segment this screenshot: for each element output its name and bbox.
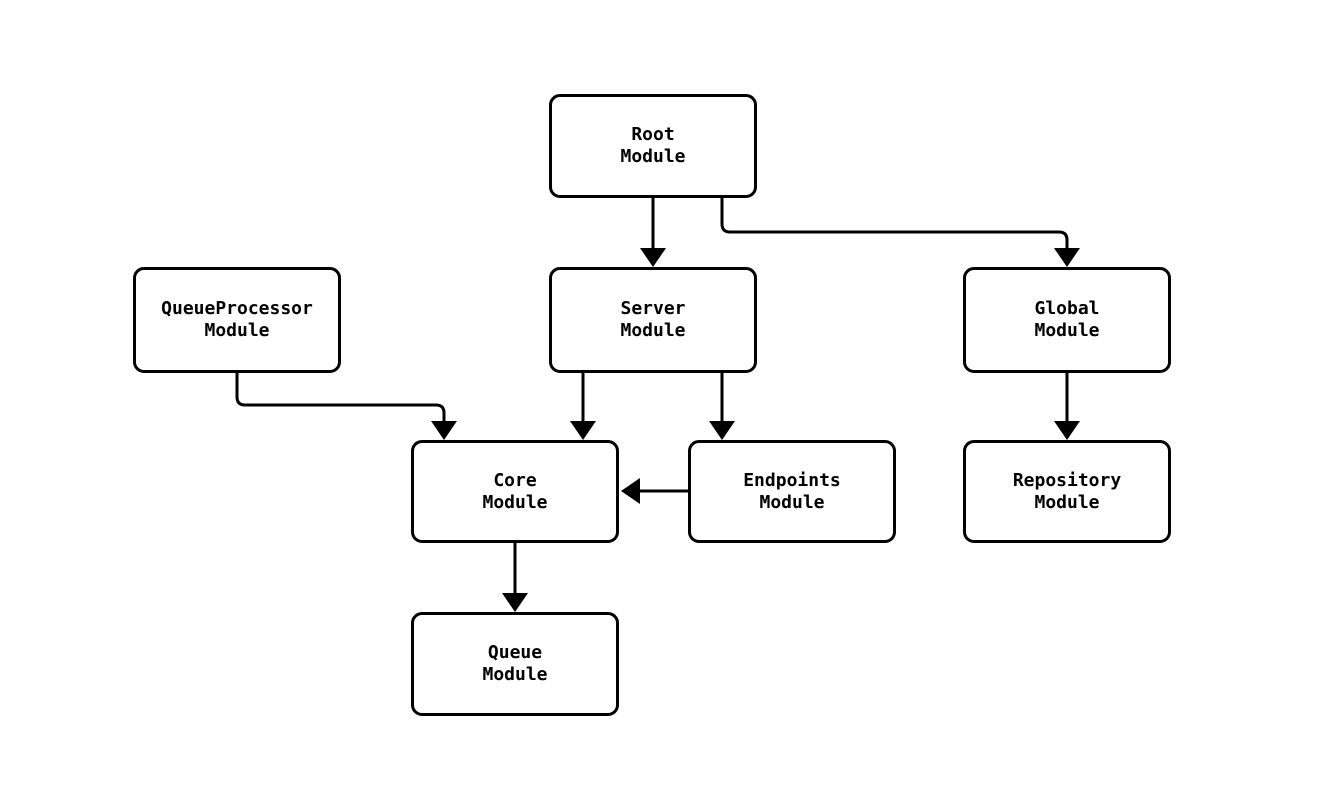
node-label: Queue bbox=[487, 642, 543, 663]
node-label: QueueProcessor bbox=[161, 298, 313, 319]
arrowhead-core-to-queue bbox=[502, 593, 528, 612]
node-label: Core bbox=[493, 469, 537, 491]
arrowhead-root-to-global bbox=[1054, 248, 1080, 267]
node-queueprocessor-module: QueueProcessor Module bbox=[133, 267, 341, 373]
arrowhead-server-to-endpoints bbox=[709, 421, 735, 440]
node-label: Global bbox=[1034, 298, 1100, 319]
node-label: Module bbox=[759, 491, 825, 513]
arrowhead-server-to-core bbox=[570, 421, 596, 440]
node-repository-module: Repository Module bbox=[963, 440, 1171, 543]
node-label: Repository bbox=[1012, 469, 1122, 491]
node-label: Endpoints bbox=[743, 469, 841, 491]
node-root-module: Root Module bbox=[549, 94, 757, 198]
node-label: Server bbox=[620, 298, 686, 319]
arrowhead-endpoints-to-core bbox=[621, 478, 640, 504]
node-core-module: Core Module bbox=[411, 440, 619, 543]
node-label: Module bbox=[620, 320, 686, 341]
node-endpoints-module: Endpoints Module bbox=[688, 440, 896, 543]
node-label: Root bbox=[631, 124, 675, 145]
node-label: Module bbox=[204, 320, 270, 341]
node-global-module: Global Module bbox=[963, 267, 1171, 373]
node-label: Module bbox=[1034, 491, 1100, 513]
edge-root-to-global bbox=[720, 198, 1069, 248]
edge-queueprocessor-to-core bbox=[235, 373, 446, 421]
arrowhead-global-to-repository bbox=[1054, 421, 1080, 440]
node-label: Module bbox=[482, 664, 548, 685]
node-label: Module bbox=[620, 146, 686, 167]
arrowhead-root-to-server bbox=[640, 248, 666, 267]
node-queue-module: Queue Module bbox=[411, 612, 619, 716]
node-label: Module bbox=[1034, 320, 1100, 341]
node-server-module: Server Module bbox=[549, 267, 757, 373]
node-label: Module bbox=[482, 491, 548, 513]
arrowhead-queueprocessor-to-core bbox=[431, 421, 457, 440]
